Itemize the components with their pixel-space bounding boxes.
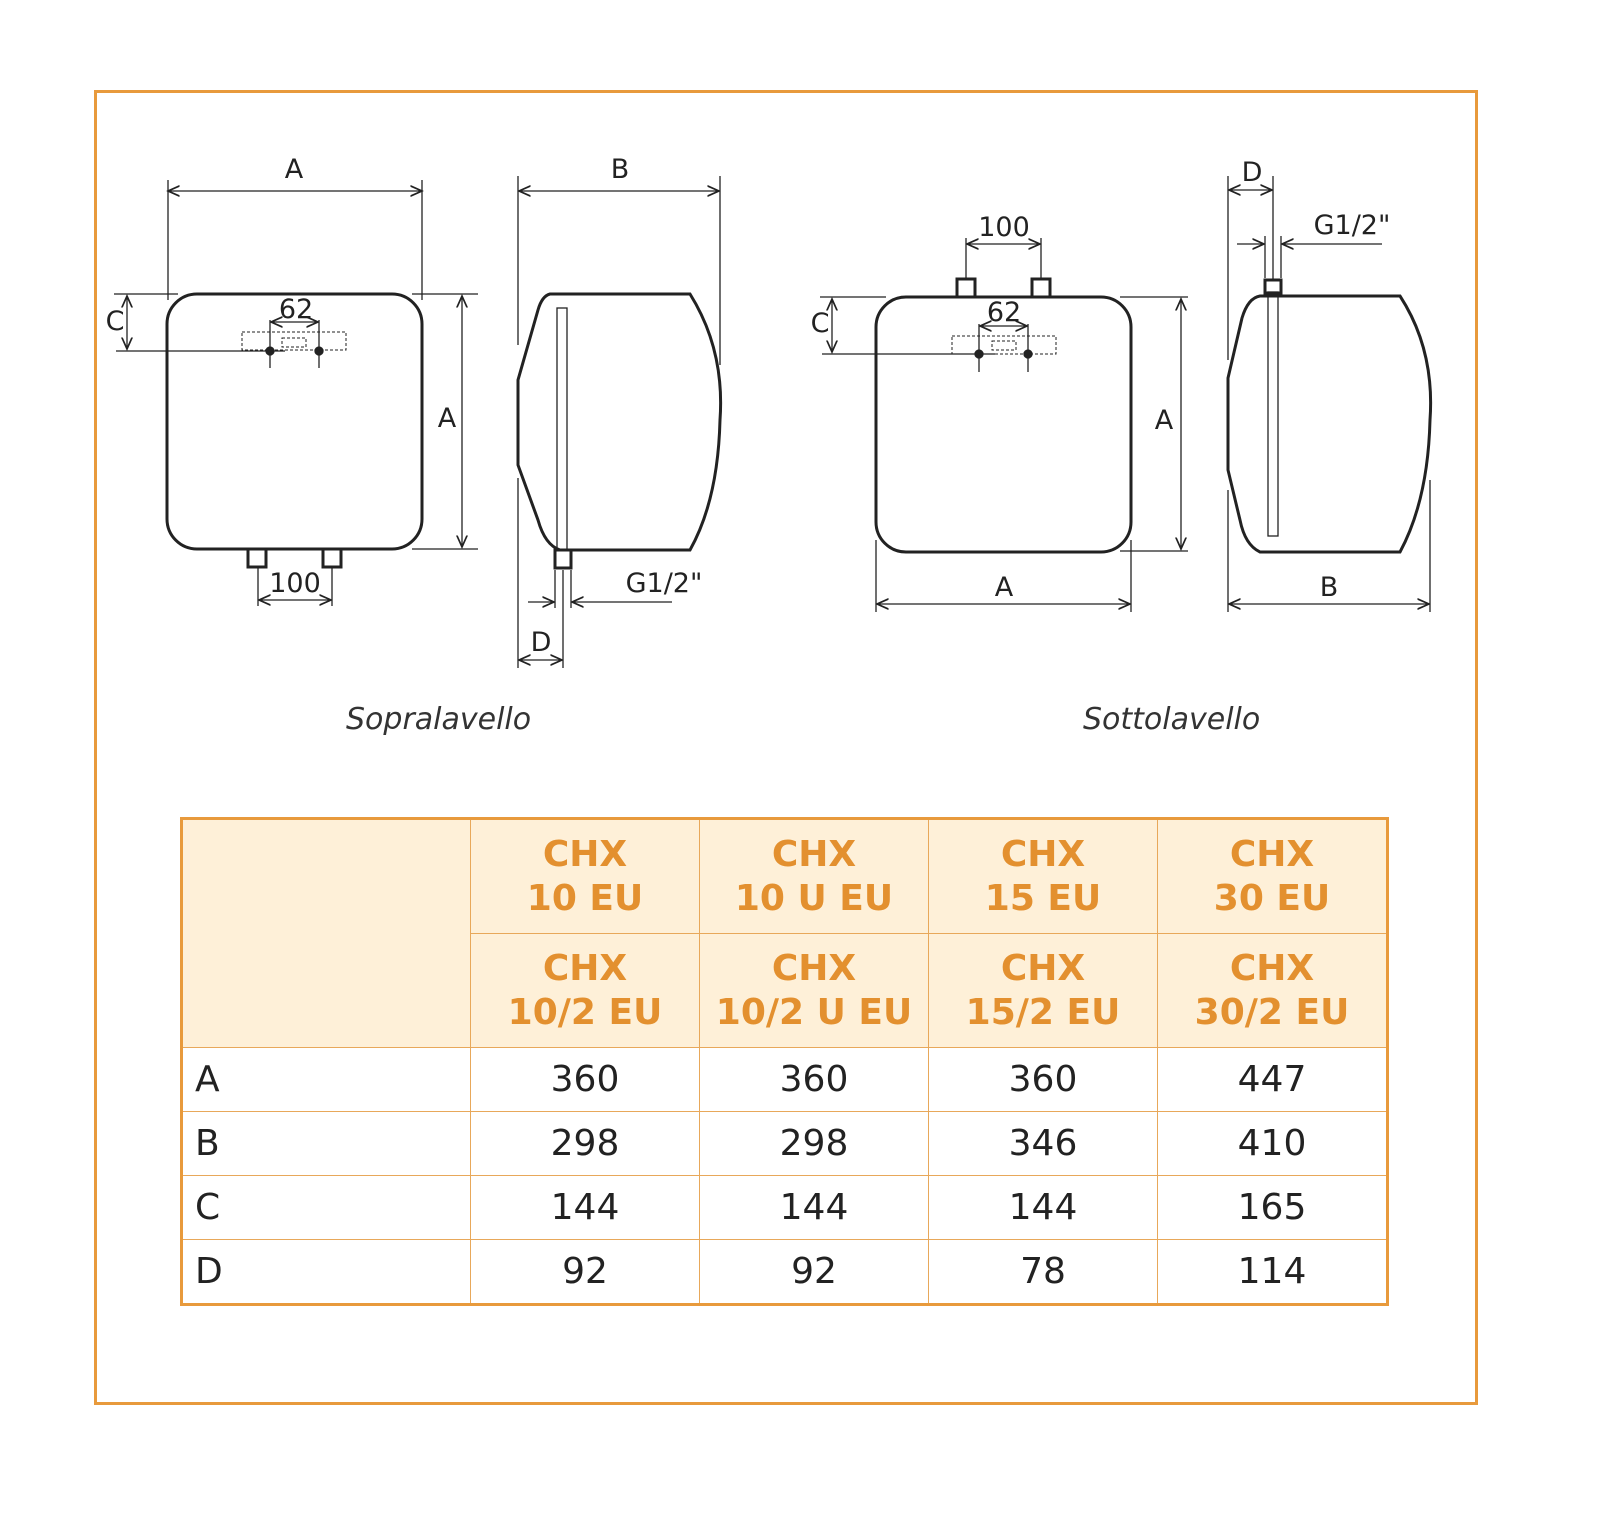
table-row: A 360 360 360 447 <box>181 1047 1388 1112</box>
table-row: C 144 144 144 165 <box>181 1175 1388 1240</box>
dim-label-a: A <box>438 403 457 434</box>
sopralavello-side-view <box>516 176 723 668</box>
dim-label-c: C <box>106 306 125 337</box>
dim-label-100: 100 <box>978 212 1030 243</box>
table-cell: 360 <box>470 1047 700 1112</box>
table-cell: 165 <box>1157 1175 1388 1240</box>
caption-sottolavello: Sottolavello <box>1083 702 1261 737</box>
table-cell: 78 <box>928 1239 1158 1305</box>
table-cell: 92 <box>699 1239 929 1305</box>
table-cell: 144 <box>928 1175 1158 1240</box>
dim-label-d: D <box>531 627 552 658</box>
dim-label-g12: G1/2" <box>1314 210 1391 241</box>
dim-label-g12: G1/2" <box>626 568 703 599</box>
table-cell: 298 <box>699 1111 929 1176</box>
dim-label-c: C <box>811 308 830 339</box>
table-cell: 298 <box>470 1111 700 1176</box>
table-cell: 360 <box>699 1047 929 1112</box>
row-label: A <box>181 1047 471 1112</box>
technical-drawing: A A C 62 100 B G1/2" D 100 62 C A A D G1… <box>106 154 1433 668</box>
dim-label-b: B <box>1320 572 1339 603</box>
dim-label-a: A <box>995 572 1014 603</box>
table-cell: 114 <box>1157 1239 1388 1305</box>
diagram-frame <box>94 90 1478 1405</box>
header-blank-cell <box>181 818 471 1048</box>
dim-label-a: A <box>285 154 304 185</box>
table-cell: 92 <box>470 1239 700 1305</box>
dim-label-d: D <box>1242 157 1263 188</box>
dim-label-62: 62 <box>279 294 313 325</box>
dim-label-a: A <box>1155 405 1174 436</box>
dim-label-62: 62 <box>987 297 1021 328</box>
sottolavello-front-view <box>820 238 1188 612</box>
row-label: B <box>181 1111 471 1176</box>
table-cell: 410 <box>1157 1111 1388 1176</box>
table-row: D 92 92 78 114 <box>181 1239 1388 1305</box>
dim-label-100: 100 <box>269 568 321 599</box>
dim-label-b: B <box>611 154 630 185</box>
table-cell: 360 <box>928 1047 1158 1112</box>
table-cell: 346 <box>928 1111 1158 1176</box>
row-label: C <box>181 1175 471 1240</box>
table-row: B 298 298 346 410 <box>181 1111 1388 1176</box>
sopralavello-front-view <box>114 180 478 606</box>
table-cell: 447 <box>1157 1047 1388 1112</box>
caption-sopralavello: Sopralavello <box>346 702 532 737</box>
row-label: D <box>181 1239 471 1305</box>
sottolavello-side-view <box>1226 176 1433 612</box>
table-cell: 144 <box>470 1175 700 1240</box>
table-cell: 144 <box>699 1175 929 1240</box>
